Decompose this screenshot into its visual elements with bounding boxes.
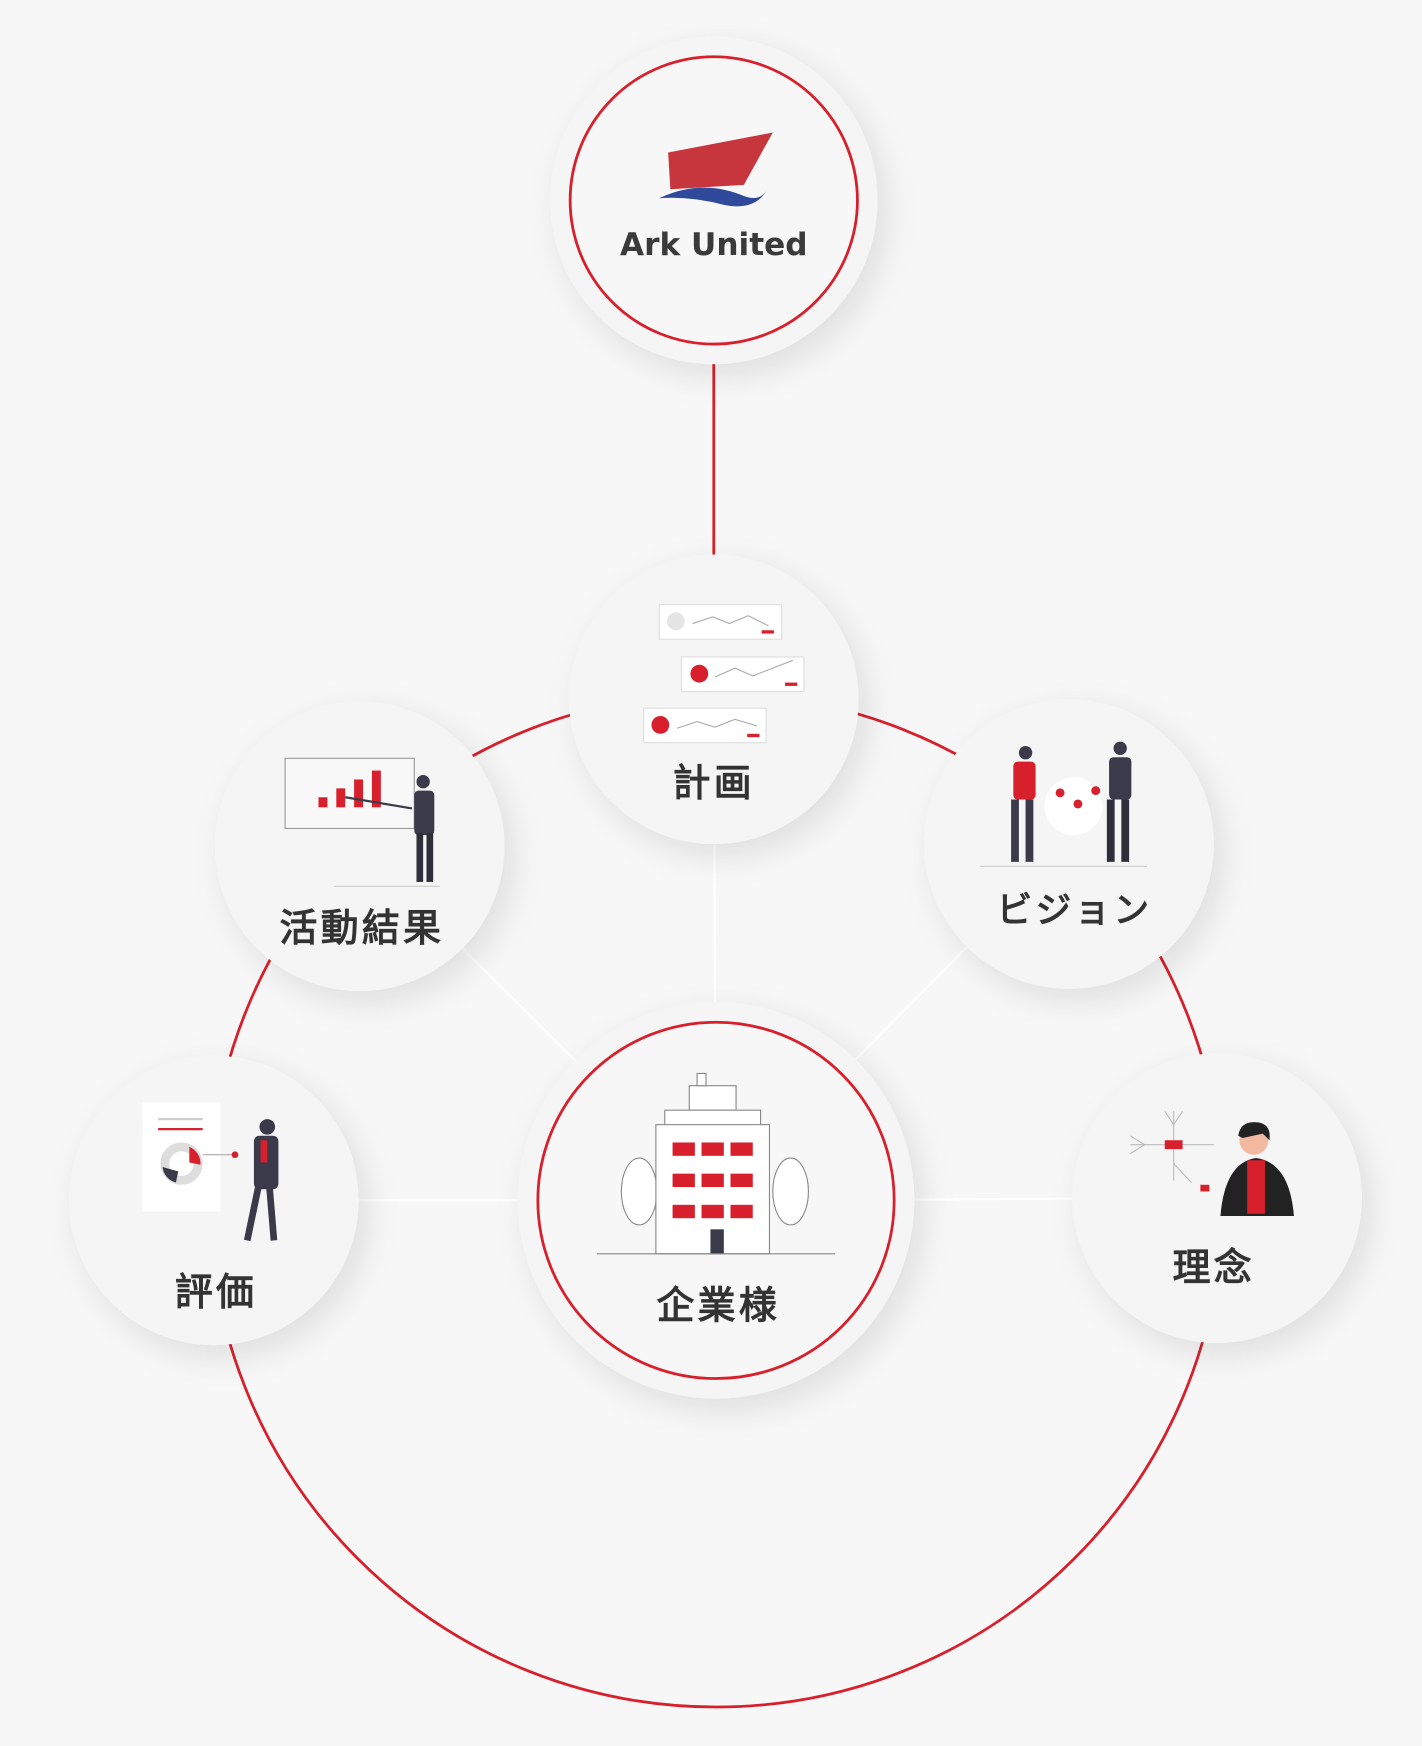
- ark-united-logo-icon: [659, 132, 773, 207]
- presentation-chart-illustration: [284, 757, 440, 887]
- node-label-results: 活動結果: [280, 906, 445, 950]
- node-vision[interactable]: ビジョン: [924, 699, 1214, 989]
- thinking-person-illustration: [1200, 1122, 1294, 1216]
- node-evaluation[interactable]: 評価: [69, 1055, 359, 1346]
- node-label-plan: 計画: [673, 761, 755, 805]
- evaluation-report-illustration: [142, 1102, 279, 1242]
- center-node-client[interactable]: 企業様: [517, 1002, 915, 1399]
- node-results[interactable]: 活動結果: [214, 701, 505, 992]
- node-plan[interactable]: 計画: [569, 554, 859, 845]
- logo-node[interactable]: Ark United: [550, 36, 878, 365]
- logo-text: Ark United: [620, 227, 808, 263]
- team-vision-illustration: [979, 741, 1147, 867]
- office-building-icon: [596, 1072, 836, 1255]
- plan-charts-illustration: [643, 604, 805, 744]
- node-label-philosophy: 理念: [1173, 1246, 1255, 1290]
- center-label: 企業様: [656, 1283, 780, 1327]
- node-label-vision: ビジョン: [997, 890, 1153, 931]
- node-philosophy[interactable]: 理念: [1072, 1053, 1362, 1343]
- mindmap-node-icon: [1164, 1140, 1183, 1150]
- node-label-evaluation: 評価: [175, 1270, 257, 1314]
